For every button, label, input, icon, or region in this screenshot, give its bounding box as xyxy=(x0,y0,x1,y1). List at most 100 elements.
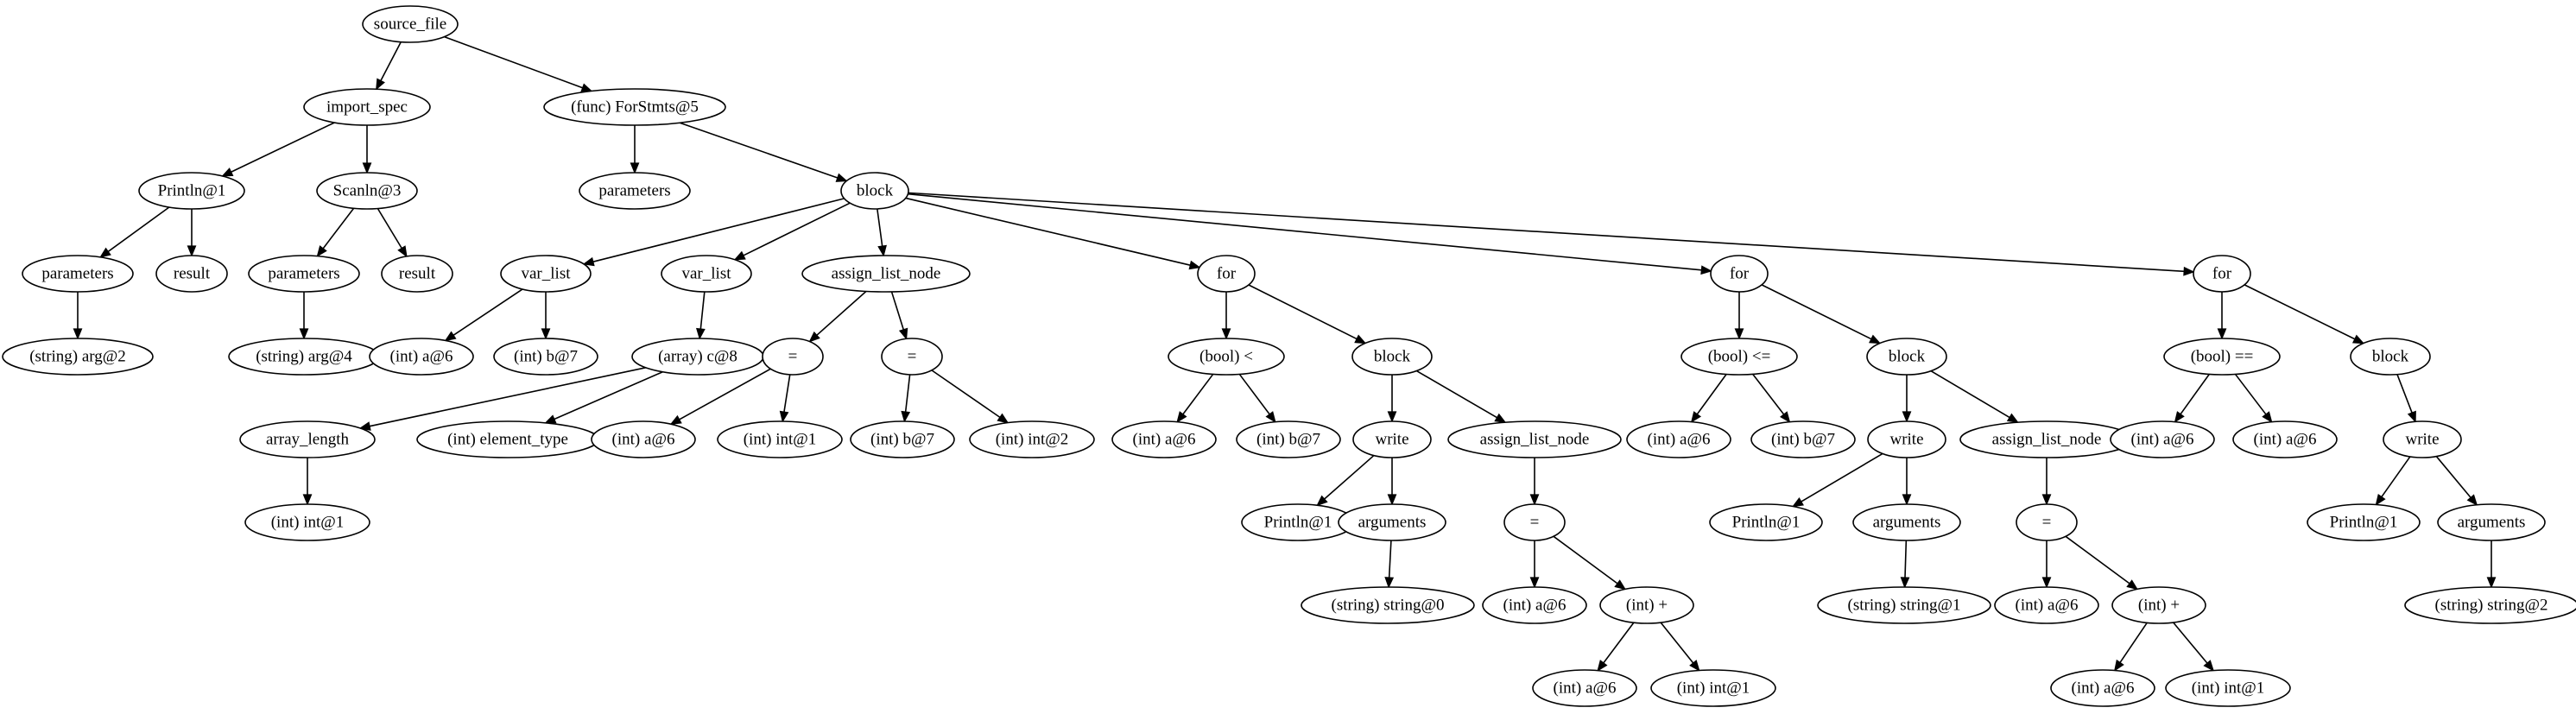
edge-n3-n6 xyxy=(187,209,197,257)
edge-n42-n44 xyxy=(1660,622,1700,672)
node-label: = xyxy=(1530,514,1540,532)
tree-node-n39: (string) string@0 xyxy=(1301,586,1475,624)
node-ellipse xyxy=(2383,420,2462,458)
edge-n13-n20 xyxy=(541,292,551,340)
tree-node-n31: (bool) < xyxy=(1168,338,1285,376)
node-label: Println@1 xyxy=(1732,514,1801,532)
edge-n40-n41 xyxy=(1529,540,1540,589)
tree-node-n2: (func) ForStmts@5 xyxy=(543,88,726,126)
node-ellipse xyxy=(248,255,360,293)
edge-n16-n31 xyxy=(1221,292,1231,340)
arrowhead xyxy=(299,328,309,340)
arrowhead xyxy=(2174,411,2185,423)
tree-node-n1: import_spec xyxy=(303,88,431,126)
node-ellipse xyxy=(1197,255,1256,293)
tree-node-n30: (int) int@2 xyxy=(969,420,1095,458)
arrowhead xyxy=(2351,334,2365,344)
node-label: (int) a@6 xyxy=(2131,431,2194,449)
node-label: assign_list_node xyxy=(1480,431,1590,449)
arrowhead xyxy=(582,256,595,267)
tree-node-n0: source_file xyxy=(362,5,459,43)
edge-n56-n58 xyxy=(2173,622,2215,672)
node-ellipse xyxy=(2307,503,2421,541)
node-label: (int) a@6 xyxy=(1133,431,1196,449)
tree-node-n48: (int) b@7 xyxy=(1750,420,1856,458)
edge-line xyxy=(2065,535,2130,584)
arrowhead xyxy=(1354,334,1367,344)
node-ellipse xyxy=(1351,338,1433,376)
edge-n1-n4 xyxy=(362,125,372,174)
tree-edges xyxy=(73,35,2497,672)
node-label: assign_list_node xyxy=(1992,431,2102,449)
edge-n13-n19 xyxy=(444,288,523,342)
tree-node-n4: Scanln@3 xyxy=(316,172,418,210)
tree-node-n56: (int) + xyxy=(2111,586,2206,624)
edge-n60-n63 xyxy=(2396,374,2416,423)
edge-line xyxy=(444,35,583,89)
arrowhead xyxy=(1176,411,1187,423)
edge-n65-n66 xyxy=(2486,540,2497,589)
tree-node-n3: Println@1 xyxy=(138,172,245,210)
edge-n36-n40 xyxy=(1529,458,1540,506)
tree-node-n8: result xyxy=(381,255,453,293)
arrowhead xyxy=(1384,577,1395,589)
edge-n35-n38 xyxy=(1387,458,1397,506)
node-label: Scanln@3 xyxy=(333,182,402,200)
arrowhead xyxy=(2126,579,2139,591)
edge-n42-n43 xyxy=(1597,622,1635,672)
edge-n12-n18 xyxy=(908,192,2195,276)
edge-n56-n57 xyxy=(2113,622,2148,672)
node-label: parameters xyxy=(598,182,670,200)
edge-n46-n50 xyxy=(1930,370,2019,424)
node-ellipse xyxy=(2016,503,2078,541)
arrowhead xyxy=(877,244,887,257)
arrowhead xyxy=(2041,494,2052,506)
node-ellipse xyxy=(500,255,592,293)
edge-n17-n46 xyxy=(1761,284,1882,344)
arrowhead xyxy=(2486,577,2497,589)
node-ellipse xyxy=(969,420,1095,458)
tree-node-n23: (int) element_type xyxy=(416,420,599,458)
node-label: (int) a@6 xyxy=(1503,597,1566,615)
edge-n59-n62 xyxy=(2234,373,2273,423)
tree-node-n60: block xyxy=(2350,338,2431,376)
arrowhead xyxy=(1734,328,1744,340)
node-label: (int) b@7 xyxy=(870,431,934,449)
edge-line xyxy=(592,198,845,262)
edge-n21-n22 xyxy=(358,367,646,431)
edge-n54-n56 xyxy=(2065,535,2139,591)
arrowhead xyxy=(2203,660,2215,672)
arrowhead xyxy=(1780,411,1791,423)
node-label: for xyxy=(1730,265,1750,283)
node-label: (string) arg@2 xyxy=(29,348,126,366)
edge-n54-n55 xyxy=(2041,540,2052,589)
node-ellipse xyxy=(1710,255,1769,293)
node-ellipse xyxy=(2050,669,2155,707)
tree-node-n33: (int) a@6 xyxy=(1111,420,1217,458)
edge-line xyxy=(1603,622,1635,664)
node-ellipse xyxy=(1532,669,1637,707)
tree-node-n9: (string) arg@2 xyxy=(2,338,154,376)
node-ellipse xyxy=(1709,503,1823,541)
edge-n26-n29 xyxy=(901,374,911,423)
tree-node-n40: = xyxy=(1503,503,1566,541)
edge-n32-n35 xyxy=(1387,375,1397,423)
tree-node-n28: (int) int@1 xyxy=(717,420,843,458)
edge-n17-n45 xyxy=(1734,292,1744,340)
arrowhead xyxy=(99,247,111,258)
arrowhead xyxy=(2466,494,2478,507)
arrowhead xyxy=(2006,413,2019,424)
arrowhead xyxy=(1791,497,1804,508)
arrowhead xyxy=(1387,411,1397,423)
node-label: (array) c@8 xyxy=(658,348,737,366)
arrowhead xyxy=(1690,411,1702,423)
arrowhead xyxy=(1614,579,1627,591)
node-label: block xyxy=(857,182,894,200)
edge-line xyxy=(1415,370,1497,419)
node-ellipse xyxy=(2165,669,2291,707)
node-label: (int) + xyxy=(2138,597,2180,615)
node-ellipse xyxy=(22,255,134,293)
arrowhead xyxy=(1902,494,1912,506)
edge-n0-n2 xyxy=(444,35,593,92)
node-label: (int) a@6 xyxy=(2254,431,2317,449)
